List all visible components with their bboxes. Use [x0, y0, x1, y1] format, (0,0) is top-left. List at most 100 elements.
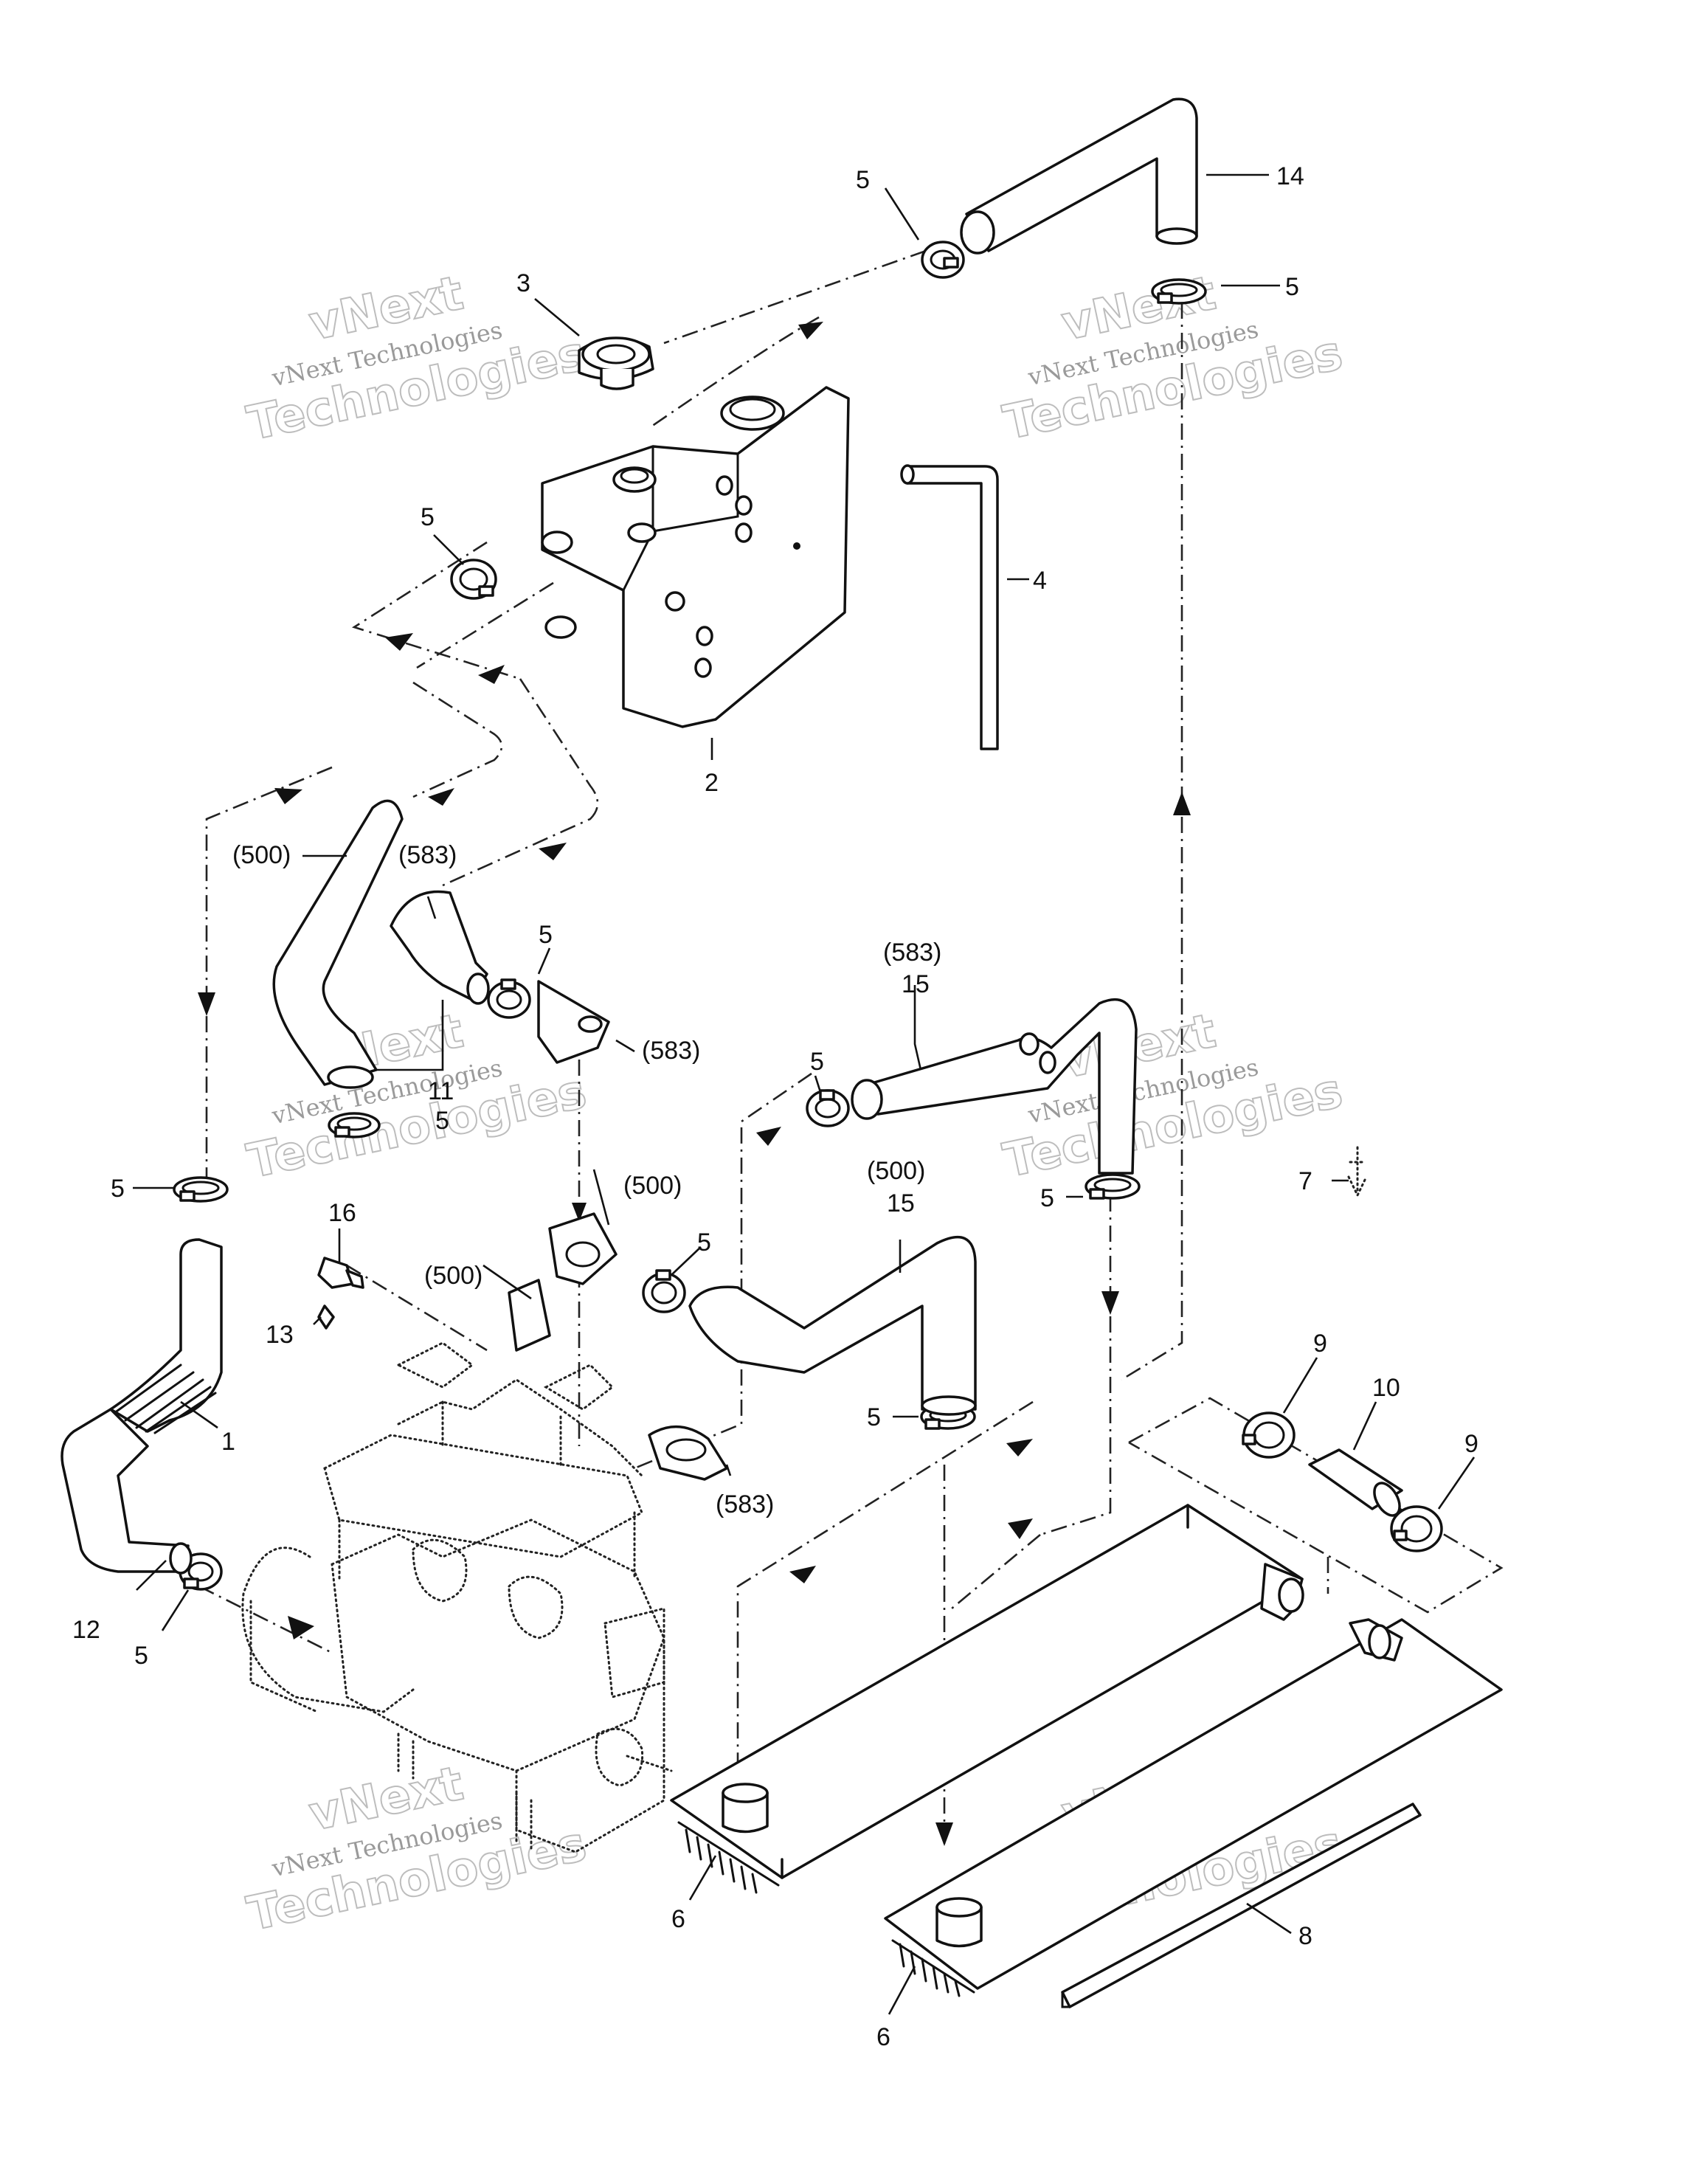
watermark-top-left: vNext vNext Technologies Technologies: [242, 266, 592, 453]
flow-line-tank-lower: [416, 581, 554, 669]
callout-3: 3: [516, 269, 530, 297]
callout-5: 5: [1040, 1184, 1054, 1212]
flow-line-mid-right: [1040, 1195, 1112, 1536]
flow-arrows: [198, 322, 1191, 1846]
flow-line-tank-outlets: [351, 541, 521, 680]
callout-6: 6: [671, 1905, 685, 1933]
flow-arrow: [478, 665, 505, 684]
coolant-tank-2: [541, 386, 850, 728]
callout-11: 11: [428, 1077, 454, 1105]
callout-5: 5: [867, 1403, 881, 1431]
clamp-5-left: [173, 1176, 229, 1203]
callout-15: 15: [887, 1189, 915, 1217]
flow-line-mid-left: [634, 1072, 812, 1470]
flow-arrow: [288, 1616, 314, 1639]
clamp-5-hose-500-upper: [328, 1112, 381, 1138]
hose-14-bottom-end: [1155, 227, 1198, 245]
callout-5: 5: [539, 921, 553, 949]
flow-arrow: [539, 843, 567, 860]
tank-outlet-upper: [541, 531, 573, 554]
reservoir-cap-3: [578, 336, 654, 390]
heat-exchanger-6-upper: [670, 1504, 1304, 1894]
hose-14: [960, 97, 1198, 255]
flow-arrow: [1173, 792, 1191, 815]
callout-500: (500): [232, 841, 291, 869]
flow-line-right-vertical: [1121, 303, 1183, 1381]
clamp-5-top-left: [921, 241, 965, 279]
callout-7: 7: [1298, 1167, 1312, 1195]
hose-14-body: [965, 97, 1198, 252]
callout-500: (500): [424, 1262, 482, 1290]
clamp-5-hose-583: [487, 978, 531, 1019]
flow-line-radiator-link: [951, 1534, 1041, 1609]
flow-line-cap-hose: [663, 249, 927, 345]
flow-direction-icon-7: [1347, 1146, 1368, 1198]
callout-2: 2: [705, 769, 719, 797]
callout-500: (500): [867, 1157, 925, 1185]
flow-line-connector-box: [1128, 1397, 1504, 1614]
hose-14-end: [960, 210, 995, 255]
flow-arrow: [385, 633, 413, 651]
leader-lines: [133, 173, 1476, 2015]
flow-line-hose-583: [442, 678, 599, 887]
flow-arrow: [1101, 1291, 1119, 1315]
callout-14: 14: [1276, 162, 1304, 190]
callout-16: 16: [328, 1199, 356, 1227]
channel-8: [1061, 1803, 1422, 2008]
callout-5: 5: [810, 1048, 824, 1076]
clamp-5-top-right: [1151, 278, 1207, 305]
callout-5: 5: [697, 1228, 711, 1257]
callout-6: 6: [876, 2023, 890, 2051]
callout-1: 1: [221, 1428, 235, 1456]
flow-line-hose-500: [412, 681, 503, 798]
flow-arrow: [798, 322, 823, 339]
temperature-sensor-16: [317, 1257, 364, 1289]
callout-583: (583): [642, 1037, 700, 1065]
flow-arrow: [935, 1822, 953, 1846]
callout-10: 10: [1372, 1374, 1400, 1402]
callout-9: 9: [1313, 1330, 1327, 1358]
clamp-9-left: [1242, 1411, 1296, 1459]
flow-arrow: [274, 788, 302, 804]
flow-arrow: [572, 1203, 587, 1222]
connector-hose-10: [1308, 1448, 1403, 1517]
tank-outlet-lower: [544, 615, 577, 639]
seal-13: [317, 1304, 335, 1330]
callout-5: 5: [856, 166, 870, 194]
flow-arrow: [428, 788, 454, 806]
callout-583: (583): [883, 939, 941, 967]
gasket-583-lower: [648, 1426, 728, 1481]
clamp-5-hose-15-upper: [806, 1089, 850, 1127]
callout-583: (583): [716, 1490, 774, 1518]
clamp-5-right-mid: [1085, 1173, 1141, 1200]
flow-line-engine-inlet: [198, 1585, 333, 1654]
hose-583-upper: [390, 890, 490, 1005]
callout-9: 9: [1464, 1430, 1478, 1458]
flow-arrow: [1008, 1518, 1033, 1539]
hose-12: [60, 1408, 193, 1575]
callout-12: 12: [72, 1616, 100, 1644]
hose-500-upper: [272, 799, 404, 1089]
hose-15-500: [688, 1236, 977, 1416]
flow-arrow: [198, 992, 215, 1016]
callout-labels: 14 5 5 3 5 4 2 (500) (583) 5 11 5 (583) …: [72, 162, 1478, 2051]
callout-5: 5: [134, 1642, 148, 1670]
hose-1: [109, 1238, 223, 1434]
callout-583: (583): [398, 841, 457, 869]
fitting-500: [508, 1279, 551, 1352]
callout-5: 5: [1285, 273, 1299, 301]
flow-arrow: [1006, 1439, 1033, 1456]
flow-line-to-radiator-1: [736, 1400, 1034, 1830]
hose-15-583: [851, 998, 1138, 1175]
callout-5: 5: [435, 1107, 449, 1135]
callout-8: 8: [1298, 1922, 1312, 1950]
callout-15: 15: [902, 970, 930, 998]
overflow-tube-4: [900, 464, 999, 750]
flow-arrow: [789, 1566, 816, 1583]
clamp-5-thermostat: [642, 1269, 686, 1313]
flow-line-left-vertical: [205, 766, 333, 1181]
flow-arrow: [756, 1127, 781, 1146]
callout-500: (500): [623, 1172, 682, 1200]
watermark-bottom-left: vNext vNext Technologies Technologies: [242, 1756, 592, 1943]
